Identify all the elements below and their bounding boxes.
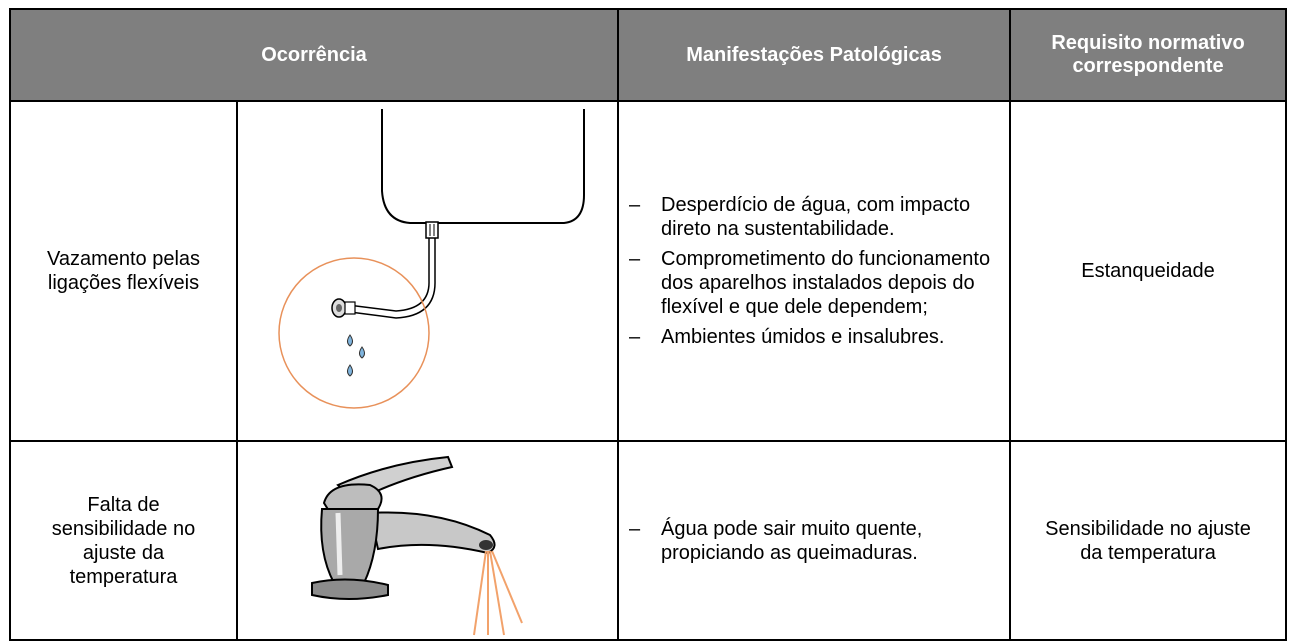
- manifestations-cell: – Água pode sair muito quente, propician…: [617, 440, 1012, 641]
- list-item: – Comprometimento do funcionamento dos a…: [619, 247, 1005, 319]
- occurrence-cell: Falta de sensibilidade no ajuste da temp…: [9, 440, 238, 641]
- mixer-faucet-hot-water-icon: [311, 455, 523, 636]
- list-item: – Desperdício de água, com impacto diret…: [619, 193, 1005, 241]
- sink-flexible-hose-leak-icon: [278, 109, 585, 409]
- manifestation-text: Desperdício de água, com impacto direto …: [661, 194, 971, 240]
- list-item: – Água pode sair muito quente, propician…: [619, 517, 1005, 565]
- header-occurrence: Ocorrência: [8, 8, 620, 102]
- header-manifestations: Manifestações Patológicas: [617, 8, 1012, 102]
- illustration-cell: [235, 100, 620, 442]
- dash-bullet: –: [629, 517, 641, 540]
- requirement-cell: Estanqueidade: [1009, 100, 1288, 442]
- dash-bullet: –: [629, 248, 641, 270]
- header-row: Ocorrência Manifestações Patológicas Req…: [8, 8, 1288, 102]
- manifestations-cell: – Desperdício de água, com impacto diret…: [617, 100, 1012, 442]
- manifestations-list: – Desperdício de água, com impacto diret…: [619, 193, 1009, 349]
- list-item: – Ambientes úmidos e insalubres.: [619, 325, 1005, 349]
- header-requirement: Requisito normativo correspondente: [1009, 8, 1288, 102]
- manifestation-text: Comprometimento do funcionamento dos apa…: [661, 248, 991, 318]
- dash-bullet: –: [629, 326, 641, 348]
- table-row: Vazamento pelas ligações flexíveis: [9, 100, 1288, 442]
- pathology-table: Ocorrência Manifestações Patológicas Req…: [8, 8, 1288, 641]
- dash-bullet: –: [629, 194, 641, 216]
- occurrence-cell: Vazamento pelas ligações flexíveis: [9, 100, 238, 442]
- illustration-cell: [235, 440, 620, 641]
- manifestation-text: Água pode sair muito quente, propiciando…: [661, 517, 923, 564]
- manifestations-list: – Água pode sair muito quente, propician…: [619, 517, 1009, 565]
- manifestation-text: Ambientes úmidos e insalubres.: [661, 326, 945, 348]
- table-row: Falta de sensibilidade no ajuste da temp…: [9, 440, 1288, 641]
- requirement-cell: Sensibilidade no ajuste da temperatura: [1009, 440, 1288, 641]
